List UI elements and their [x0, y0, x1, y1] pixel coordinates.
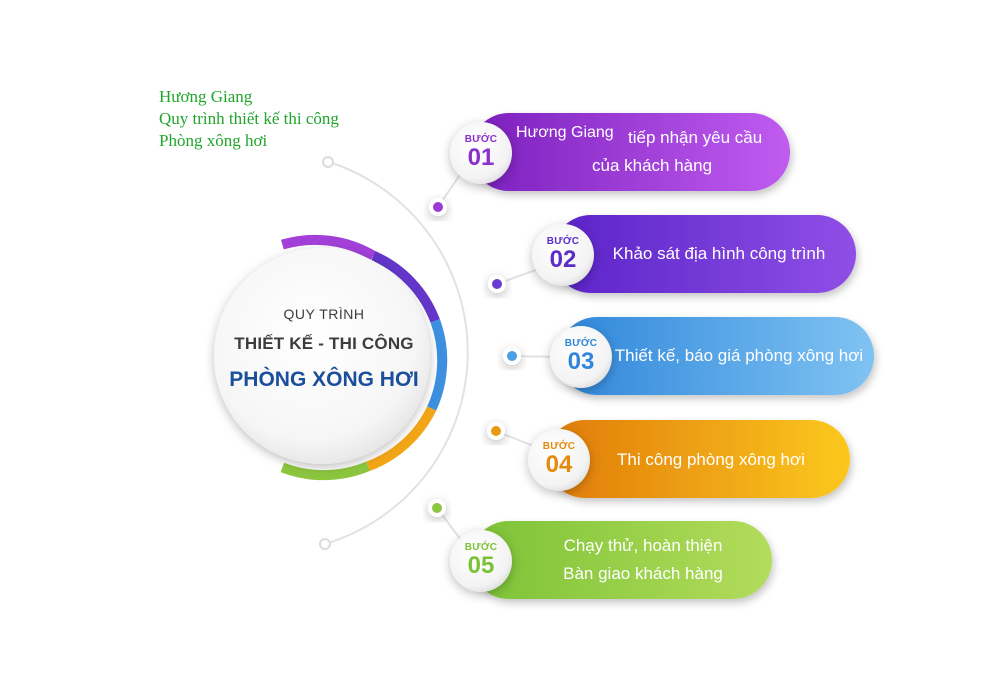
step-pill-1 [470, 113, 790, 191]
step-label-5: Chạy thử, hoàn thiện Bàn giao khách hàng [528, 532, 758, 588]
step-number: 03 [567, 348, 595, 375]
step-number: 02 [549, 246, 577, 273]
step-badge-4 [528, 429, 590, 491]
caption-line-2: Quy trình thiết kế thi công [159, 109, 339, 128]
step-pill-4 [546, 420, 850, 498]
step-badge-text-3: BƯỚC 03 [555, 338, 607, 374]
step-label-line: Thiết kế, báo giá phòng xông hơi [614, 346, 864, 365]
step-badge-2 [532, 224, 594, 286]
caption: Hương Giang Quy trình thiết kế thi công … [159, 86, 339, 152]
caption-line-3: Phòng xông hơi [159, 131, 268, 150]
center-title: QUY TRÌNH THIẾT KẾ - THI CÔNG PHÒNG XÔNG… [214, 300, 434, 392]
node-dot-2 [488, 275, 506, 293]
step-badge-1 [450, 122, 512, 184]
step-label-line: Khảo sát địa hình công trình [612, 244, 826, 263]
ring-segment-violet [371, 251, 440, 323]
connector-arc [324, 161, 469, 545]
step-word: BƯỚC [546, 236, 580, 247]
step-label-4: Thi công phòng xông hơi [596, 446, 826, 474]
node-dot-1 [429, 198, 447, 216]
center-title-line-1: QUY TRÌNH [283, 306, 365, 322]
center-ring [280, 234, 448, 481]
node-dot-4 [487, 422, 505, 440]
step-label-line: của khách hàng [592, 156, 713, 175]
overlay-name: Hương Giang [516, 124, 614, 141]
step-pill-5 [470, 521, 772, 599]
step-word: BƯỚC [464, 542, 498, 553]
center-title-line-2: THIẾT KẾ - THI CÔNG [234, 334, 414, 353]
step-word: BƯỚC [564, 338, 598, 349]
node-dot-5 [428, 499, 446, 517]
arc-end-dot-top [322, 156, 334, 168]
step-badge-text-4: BƯỚC 04 [533, 441, 585, 477]
ring-segment-purple [280, 234, 376, 261]
caption-line-1: Hương Giang [159, 87, 253, 106]
ring-segment-orange [366, 406, 437, 471]
step-number: 04 [545, 451, 573, 478]
step-pill-3 [558, 317, 874, 395]
step-badge-5 [450, 530, 512, 592]
ring-segment-blue [427, 319, 448, 411]
step-badge-3 [550, 326, 612, 388]
step-label-2: Khảo sát địa hình công trình [604, 240, 834, 268]
node-dot-3 [503, 347, 521, 365]
arc-end-dot-bottom [319, 538, 331, 550]
step-word: BƯỚC [464, 134, 498, 145]
step-badge-text-5: BƯỚC 05 [455, 542, 507, 578]
step-label-line: tiếp nhận yêu cầu [628, 128, 763, 147]
step-badge-text-1: BƯỚC 01 [455, 134, 507, 170]
step-label-line: Bàn giao khách hàng [563, 564, 723, 583]
step-label-3: Thiết kế, báo giá phòng xông hơi [614, 342, 864, 370]
step-badge-text-2: BƯỚC 02 [537, 236, 589, 272]
step-pill-2 [552, 215, 856, 293]
step-label-line: Thi công phòng xông hơi [617, 450, 805, 469]
center-title-line-3: PHÒNG XÔNG HƠI [229, 368, 419, 391]
center-circle [214, 248, 430, 464]
step-word: BƯỚC [542, 441, 576, 452]
ring-segment-green [280, 461, 371, 481]
step-label-1: tiếp nhận yêu cầu của khách hàng [590, 124, 770, 180]
step-number: 05 [467, 552, 495, 579]
step-number: 01 [467, 144, 495, 171]
step-label-line: Chạy thử, hoàn thiện [563, 536, 723, 555]
